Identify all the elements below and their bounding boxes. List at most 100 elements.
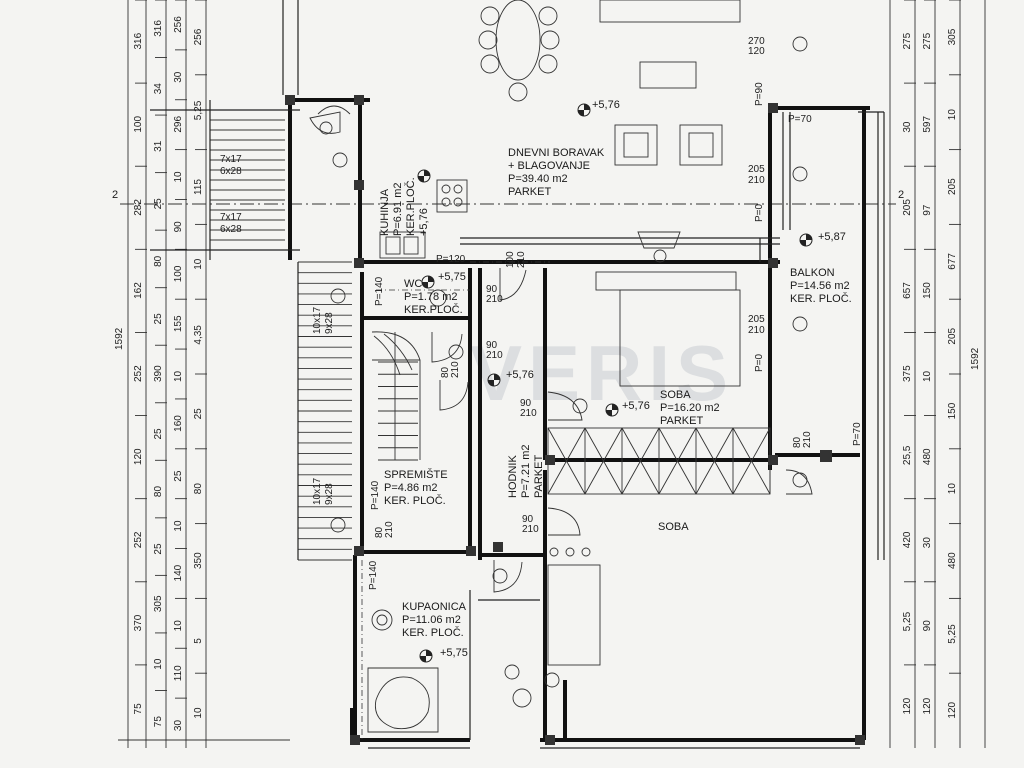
dim-left-c3: 256 (173, 16, 184, 33)
door-label: 210 (520, 408, 537, 419)
bedroom2-name: SOBA (658, 521, 689, 533)
door-label: 90 (486, 340, 498, 351)
door-label: 210 (748, 175, 765, 186)
dim-right-c1: 420 (902, 531, 913, 548)
ceiling-light-icon (492, 568, 508, 584)
balcony-name: BALKON (790, 267, 835, 279)
dim-left-c3: 90 (173, 221, 184, 233)
dim-right-c2: 90 (922, 620, 933, 632)
dim-left-c2: 75 (153, 716, 164, 728)
dim-left-c3: 296 (173, 116, 184, 133)
light-fixtures (330, 36, 808, 584)
bedroom1-level: +5,76 (622, 400, 650, 412)
wardrobe-hatch (621, 427, 660, 495)
dim-right-c3: 677 (947, 253, 958, 270)
parapet-label: P=70 (852, 422, 863, 446)
dim-left-c1: 316 (133, 32, 144, 49)
living-room-area: P=39.40 m2 (508, 173, 568, 185)
balcony-area: P=14.56 m2 (790, 280, 850, 292)
dim-right-c3: 10 (947, 109, 958, 121)
door-label: 80 (440, 366, 451, 378)
parapet-label: P=140 (370, 480, 381, 510)
ceiling-light-icon (792, 166, 808, 182)
hall-level: +5,76 (506, 369, 534, 381)
bedroom1-floor: PARKET (660, 415, 703, 427)
dim-left-c4: 350 (193, 552, 204, 569)
door-label: 210 (486, 294, 503, 305)
wardrobe-hatch (547, 427, 586, 495)
bathroom-area: P=11.06 m2 (402, 614, 461, 626)
hall-name: HODNIK (507, 455, 519, 498)
dim-right-c2: 150 (922, 282, 933, 299)
ceiling-light-icon (448, 344, 464, 360)
dim-left-c2: 25 (153, 313, 164, 325)
walls (282, 0, 870, 742)
dim-left-c2: 316 (153, 20, 164, 37)
stair-label-3b: 9x28 (324, 312, 335, 334)
door-label: 90 (520, 398, 532, 409)
door-label: 80 (374, 526, 385, 538)
wardrobe-hatch (695, 427, 734, 495)
hall-area: P=7.21 m2 (520, 444, 532, 498)
parapet-label: P=140 (368, 560, 379, 590)
door-label: 210 (522, 524, 539, 535)
furniture (309, 0, 771, 733)
dim-left-c3: 30 (173, 71, 184, 83)
dim-left-c4: 256 (193, 28, 204, 45)
dim-left-c2: 305 (153, 595, 164, 612)
dim-left-c4: 5 (193, 638, 204, 644)
level-marker-icon (419, 649, 433, 663)
level-marker-icon (487, 373, 501, 387)
parapet-labels: P=90 P=70 P=0 P=0 P=70 P=140 P=140 P=140… (368, 82, 863, 590)
parapet-label: P=90 (754, 82, 765, 106)
level-marker-icon (417, 169, 431, 183)
dim-left-c4: 25 (193, 408, 204, 420)
dim-right-c2: 10 (922, 370, 933, 382)
door-label: 210 (802, 431, 813, 448)
dim-left-c1: 282 (133, 199, 144, 216)
door-label: 80 (792, 436, 803, 448)
dim-left-c1: 120 (133, 448, 144, 465)
dim-left-c3: 155 (173, 315, 184, 332)
dim-right-c2: 480 (922, 448, 933, 465)
dim-right-c1: 375 (902, 365, 913, 382)
dim-left-c1: 370 (133, 614, 144, 631)
level-markers (417, 103, 813, 663)
dim-left-c3: 10 (173, 171, 184, 183)
dim-left-c4: 10 (193, 707, 204, 719)
watermark-text: VERIS (470, 329, 734, 417)
dim-right-c2: 120 (922, 697, 933, 714)
dim-left-c2: 390 (153, 365, 164, 382)
door-label: 90 (486, 284, 498, 295)
door-label: 205 (748, 164, 765, 175)
dim-right-c3: 305 (947, 28, 958, 45)
dim-left-c2: 25 (153, 543, 164, 555)
ceiling-light-icon (572, 398, 588, 414)
wc-floor: KER.PLOČ. (404, 303, 463, 316)
dim-left-c1: 100 (133, 116, 144, 133)
door-swings (317, 105, 813, 593)
dim-right-c1: 25,5 (902, 445, 913, 465)
level-marker-icon (605, 403, 619, 417)
dim-right-c2: 597 (922, 116, 933, 133)
dim-right-c1: 275 (902, 32, 913, 49)
dim-left-c1: 162 (133, 282, 144, 299)
dim-right-c2: 97 (922, 204, 933, 216)
ceiling-light-icon (792, 36, 808, 52)
dim-left-c3: 140 (173, 564, 184, 581)
door-label: 210 (384, 521, 395, 538)
wardrobe-hatch (658, 427, 697, 495)
column-nodes (285, 95, 865, 745)
bathroom-name: KUPAONICA (402, 601, 467, 613)
dim-left-c1: 75 (133, 703, 144, 715)
kitchen-floor: KER.PLOČ. (404, 177, 417, 236)
dim-left-c3: 10 (173, 370, 184, 382)
dim-left-c3: 10 (173, 620, 184, 632)
door-label: 120 (748, 46, 765, 57)
door-label: 100 (505, 251, 516, 268)
wardrobe-hatch (584, 427, 623, 495)
section-mark-right: 2 (898, 189, 904, 201)
door-label: 210 (486, 350, 503, 361)
dim-left-c1: 252 (133, 531, 144, 548)
